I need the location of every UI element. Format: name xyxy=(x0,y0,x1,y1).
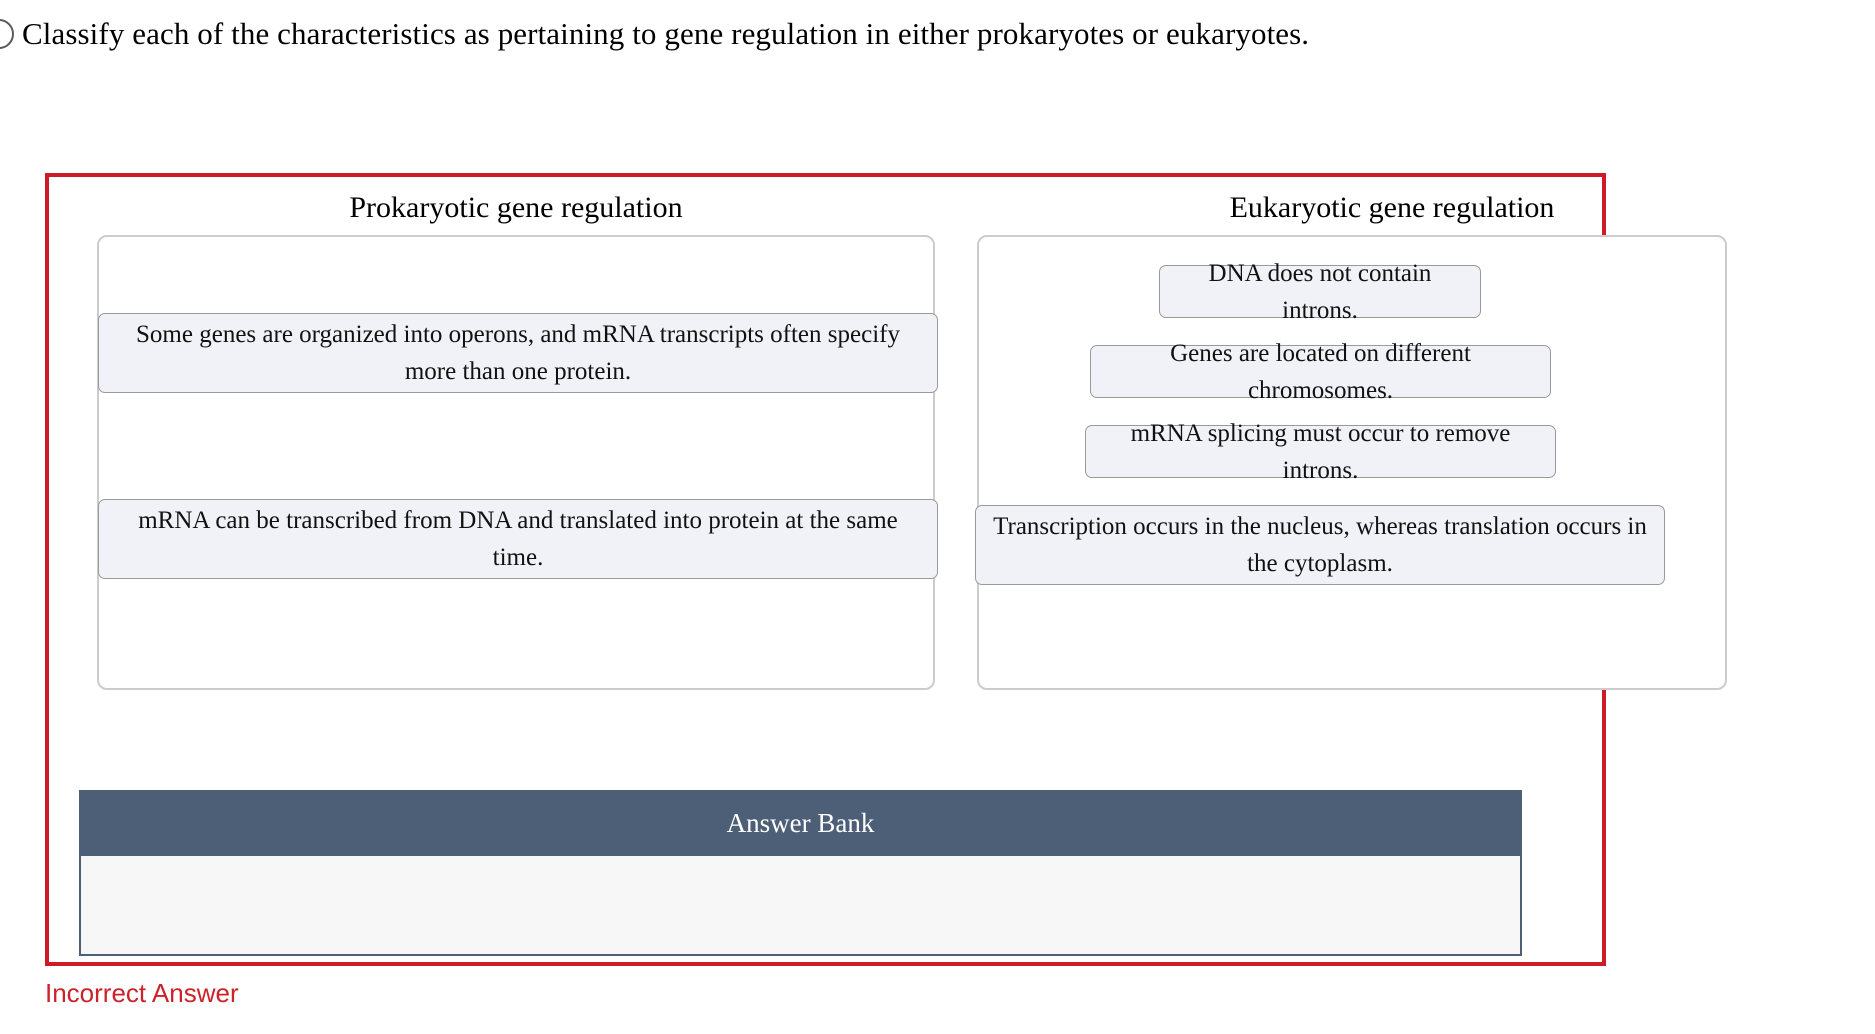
dropzone-prokaryotic[interactable]: Some genes are organized into operons, a… xyxy=(97,235,938,690)
answer-tile-label: Some genes are organized into operons, a… xyxy=(136,321,900,385)
answer-tile-splicing[interactable]: mRNA splicing must occur to remove intro… xyxy=(1085,420,1556,484)
answer-tile-label: DNA does not contain introns. xyxy=(1208,259,1432,324)
dropzone-eukaryotic[interactable]: DNA does not contain introns. Genes are … xyxy=(975,235,1727,690)
answer-bank-dropzone[interactable] xyxy=(79,856,1522,956)
category-eukaryotic: Eukaryotic gene regulation DNA does not … xyxy=(973,177,1811,690)
answer-tile-transcription-nucleus[interactable]: Transcription occurs in the nucleus, whe… xyxy=(975,505,1665,585)
feedback-message: Incorrect Answer xyxy=(45,978,239,1008)
answer-tile-label: mRNA can be transcribed from DNA and tra… xyxy=(138,507,898,571)
question-card: Prokaryotic gene regulation Some genes a… xyxy=(45,173,1727,966)
category-title-eukaryotic: Eukaryotic gene regulation xyxy=(1229,191,1555,224)
answer-tile-label: Transcription occurs in the nucleus, whe… xyxy=(993,513,1647,577)
circle-bullet-icon xyxy=(0,19,14,49)
category-columns: Prokaryotic gene regulation Some genes a… xyxy=(49,177,1727,752)
answer-tile-label: mRNA splicing must occur to remove intro… xyxy=(1130,419,1511,484)
answer-tile-chromosomes[interactable]: Genes are located on different chromosom… xyxy=(1090,340,1551,404)
answer-tile-label: Genes are located on different chromosom… xyxy=(1170,339,1471,404)
answer-tile-cotranscription[interactable]: mRNA can be transcribed from DNA and tra… xyxy=(98,499,938,579)
answer-tile-no-introns[interactable]: DNA does not contain introns. xyxy=(1159,260,1481,324)
question-prompt-text: Classify each of the characteristics as … xyxy=(22,16,1310,51)
answer-tile-operons[interactable]: Some genes are organized into operons, a… xyxy=(98,313,938,393)
answer-bank: Answer Bank xyxy=(79,790,1522,956)
category-prokaryotic: Prokaryotic gene regulation Some genes a… xyxy=(97,177,938,690)
answer-bank-title: Answer Bank xyxy=(79,790,1522,856)
question-prompt: Classify each of the characteristics as … xyxy=(0,10,1875,58)
category-title-prokaryotic: Prokaryotic gene regulation xyxy=(349,191,683,224)
